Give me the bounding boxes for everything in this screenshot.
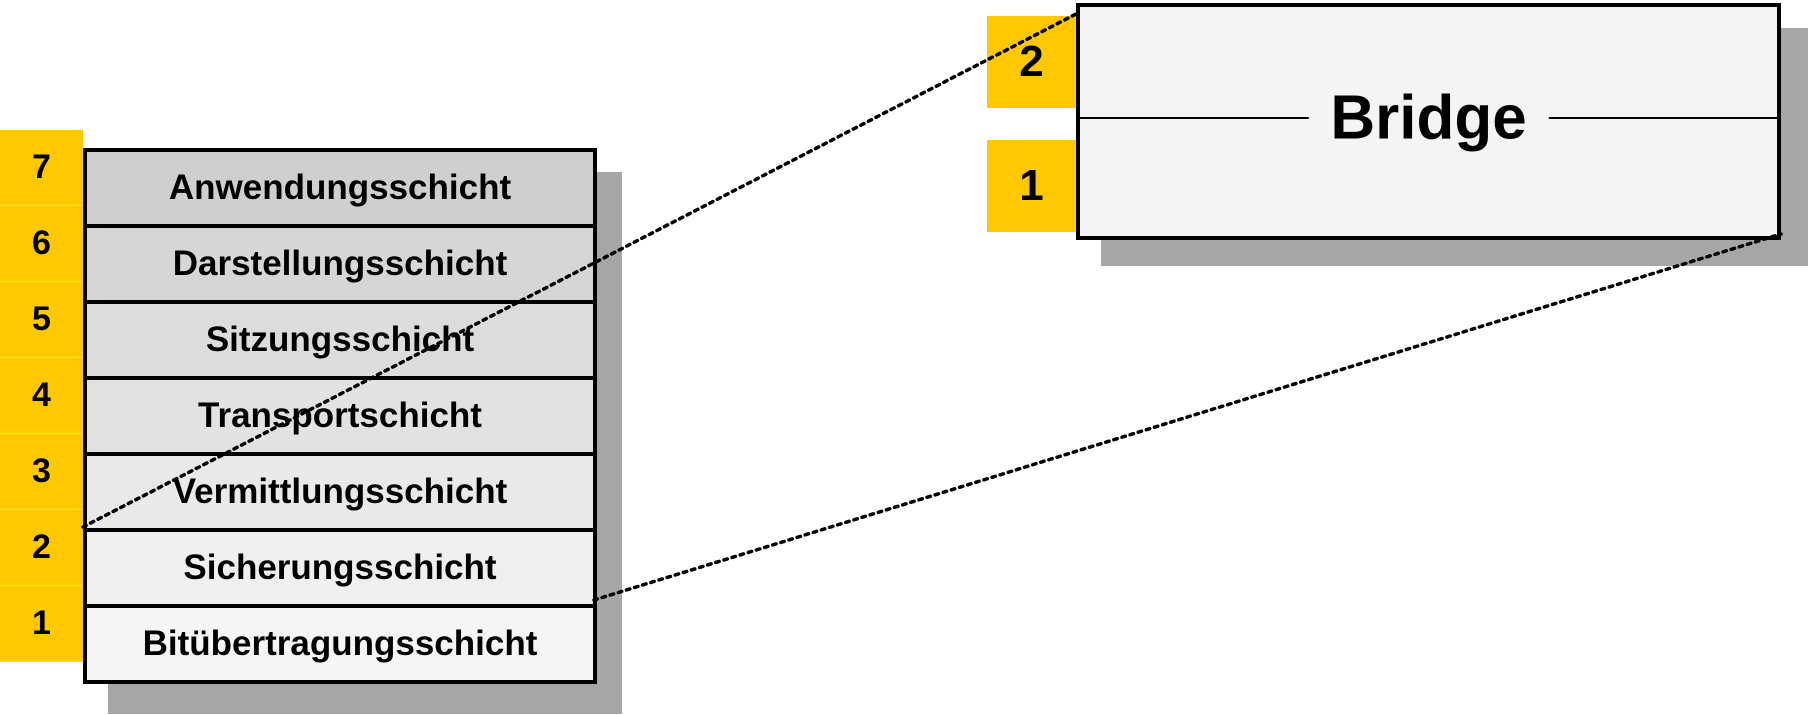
layer-number-7: 7 <box>0 130 83 206</box>
layer-label-3: Vermittlungsschicht <box>172 472 508 511</box>
layer-row-6: Darstellungsschicht <box>83 224 597 300</box>
layer-number-2: 2 <box>0 510 83 586</box>
osi-stack: Anwendungsschicht Darstellungsschicht Si… <box>83 148 597 690</box>
layer-row-3: Vermittlungsschicht <box>83 452 597 528</box>
layer-row-7: Anwendungsschicht <box>83 148 597 224</box>
layer-row-4: Transportschicht <box>83 376 597 452</box>
bridge-layer-number-1: 1 <box>987 140 1076 232</box>
layer-number-1: 1 <box>0 586 83 662</box>
layer-number-4: 4 <box>0 358 83 434</box>
bridge-title: Bridge <box>1308 82 1549 154</box>
bridge-box: Bridge <box>1076 3 1781 240</box>
layer-label-1: Bitübertragungsschicht <box>142 624 538 663</box>
layer-label-6: Darstellungsschicht <box>172 244 508 283</box>
bridge-layer-number-2: 2 <box>987 16 1076 108</box>
layer-label-7: Anwendungsschicht <box>168 168 512 207</box>
layer-row-5: Sitzungsschicht <box>83 300 597 376</box>
layer-label-4: Transportschicht <box>198 396 482 435</box>
layer-number-3: 3 <box>0 434 83 510</box>
layer-row-2: Sicherungsschicht <box>83 528 597 604</box>
layer-row-1: Bitübertragungsschicht <box>83 604 597 684</box>
layer-number-6: 6 <box>0 206 83 282</box>
layer-label-2: Sicherungsschicht <box>183 548 497 587</box>
layer-label-5: Sitzungsschicht <box>205 320 475 359</box>
layer-number-5: 5 <box>0 282 83 358</box>
connector-line-lower <box>592 232 1783 602</box>
